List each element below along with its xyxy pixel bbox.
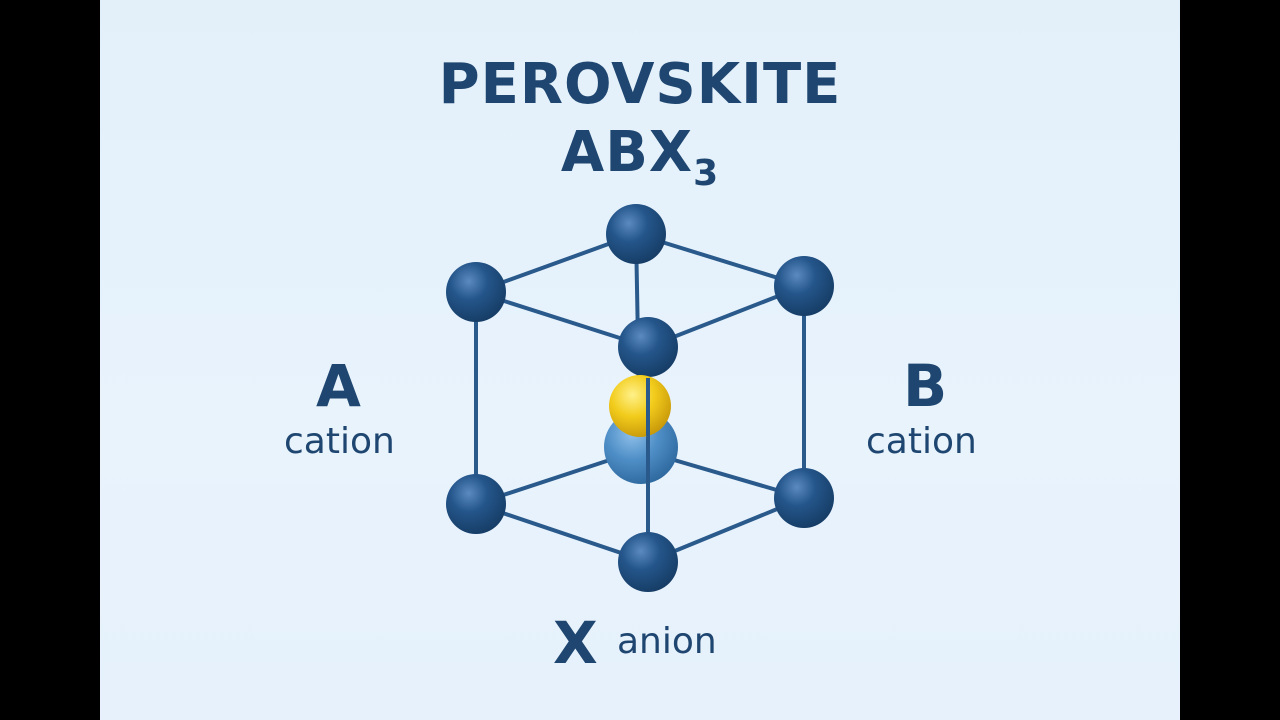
bond [474, 290, 650, 349]
label-b-word: cation [866, 421, 977, 462]
diagram-title: PEROVSKITE [438, 52, 842, 117]
corner-atom-bottom-right [774, 468, 834, 528]
corner-atom-bottom-left [446, 474, 506, 534]
corner-atom-top-left [446, 262, 506, 322]
bond [474, 502, 650, 564]
corner-atom-top-right [774, 256, 834, 316]
label-x-letter: X [553, 609, 598, 677]
formula-title: ABX3 [0, 120, 1280, 194]
corner-atom-top-front [618, 317, 678, 377]
a-site-atom [609, 375, 671, 437]
corner-atom-bottom-front [618, 532, 678, 592]
label-a-letter: A [316, 352, 361, 420]
corner-atom-top [606, 204, 666, 264]
formula-main: ABX [560, 120, 694, 185]
label-x-word: anion [617, 621, 717, 662]
label-b-letter: B [903, 352, 948, 420]
formula-subscript: 3 [693, 153, 720, 194]
label-a-word: cation [284, 421, 395, 462]
